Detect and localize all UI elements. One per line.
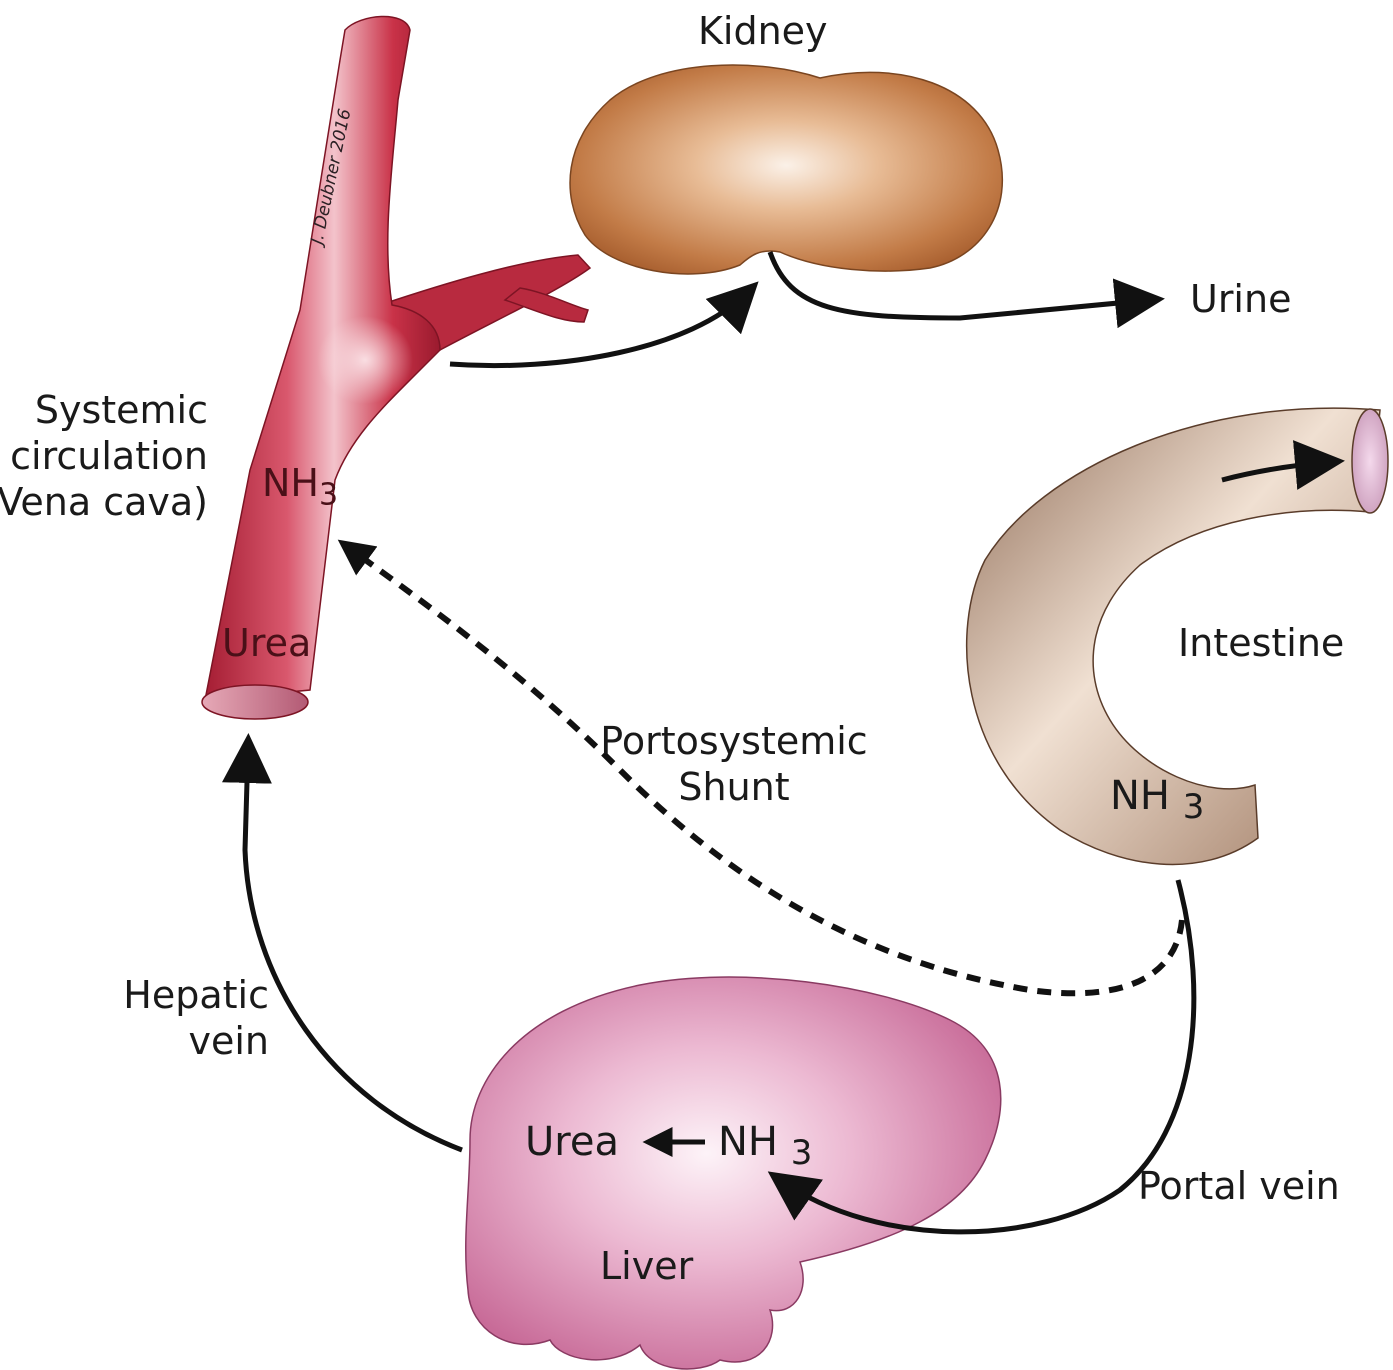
arrow-portal-vein xyxy=(767,879,1197,1235)
liver-nh3-label: NH 3 xyxy=(718,1118,812,1177)
intestine-lumen xyxy=(1351,408,1389,514)
intestine-label: Intestine xyxy=(1178,621,1345,665)
vena-nh3-label: NH3 xyxy=(262,460,338,519)
vena-cava-opening xyxy=(201,684,309,720)
vena-cava-illustration: J. Deubner 2016 xyxy=(201,15,592,720)
liver-urea-label: Urea xyxy=(525,1119,619,1165)
kidney-illustration xyxy=(569,64,1003,275)
arrow-hepatic-vein xyxy=(221,733,463,1153)
portosystemic-line-1: Portosystemic xyxy=(600,719,868,763)
arrow-intestine-flow xyxy=(1221,440,1345,490)
systemic-line-3: (Vena cava) xyxy=(0,480,208,524)
intestine-nh3-label: NH 3 xyxy=(1110,772,1204,831)
arrow-vena-to-kidney xyxy=(449,281,759,369)
intestine-nh3-text: NH xyxy=(1110,773,1170,819)
kidney-label: Kidney xyxy=(698,9,828,53)
intestine-nh3-subscript: 3 xyxy=(1182,787,1205,827)
arrow-kidney-to-urine xyxy=(767,251,1165,329)
systemic-line-1: Systemic xyxy=(34,388,208,432)
vena-nh3-text: NH xyxy=(262,461,319,505)
systemic-line-2: circulation xyxy=(10,434,208,478)
vena-cava-glow xyxy=(317,316,413,404)
hepatic-vein-label: Hepatic vein xyxy=(123,972,269,1064)
liver-nh3-subscript: 3 xyxy=(790,1133,813,1173)
portosystemic-line-2: Shunt xyxy=(678,765,790,809)
intestine-illustration xyxy=(965,407,1389,866)
liver-nh3-text: NH xyxy=(718,1119,778,1165)
portal-vein-label: Portal vein xyxy=(1138,1164,1340,1208)
hepatic-line-1: Hepatic xyxy=(123,973,269,1017)
arrow-portosystemic-shunt xyxy=(337,539,1185,997)
portosystemic-shunt-label: Portosystemic Shunt xyxy=(596,718,872,810)
hepatic-line-2: vein xyxy=(188,1019,269,1063)
urine-label: Urine xyxy=(1190,277,1292,321)
liver-label: Liver xyxy=(600,1244,694,1288)
liver-illustration xyxy=(465,976,1002,1370)
vena-urea-label: Urea xyxy=(222,621,312,665)
vena-nh3-subscript: 3 xyxy=(319,477,339,513)
renal-vein-fork xyxy=(503,287,589,323)
systemic-circulation-label: Systemic circulation (Vena cava) xyxy=(0,387,208,525)
